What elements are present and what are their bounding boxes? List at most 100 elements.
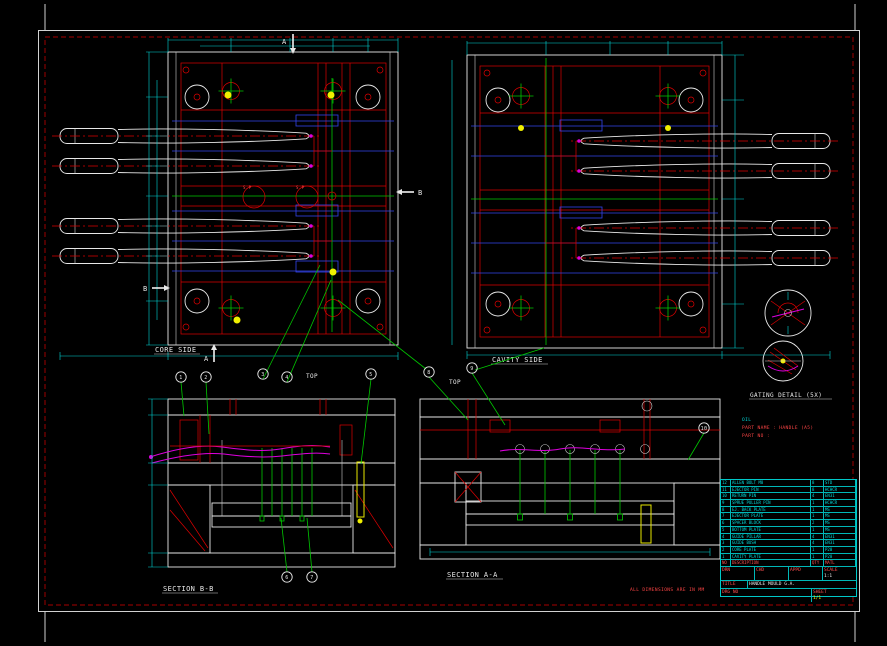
parts-cell-qty: 1 xyxy=(811,546,824,553)
section-aa-view: 8 9 10 TOP SECTION A-A ALL DIMENSIONS AR… xyxy=(337,299,721,593)
balloon: 8 xyxy=(423,366,435,378)
core-side-view: S.P S.P xyxy=(51,34,422,363)
section-marker-b-left: B xyxy=(143,285,170,293)
balloon: 3 xyxy=(257,368,269,380)
oil-note: OIL xyxy=(742,417,751,423)
parts-cell-no: 10 xyxy=(721,493,731,500)
parts-cell-no: 2 xyxy=(721,546,731,553)
svg-text:6: 6 xyxy=(285,575,288,581)
parts-cell-no: 3 xyxy=(721,540,731,546)
aa-top-label: TOP xyxy=(449,379,461,386)
parts-cell-no: 11 xyxy=(721,486,731,493)
parts-cell-matl: MS xyxy=(824,520,856,526)
cavity-side-view: CAVITY SIDE xyxy=(451,41,839,365)
section-marker-a-top: A xyxy=(282,34,296,54)
parts-cell-no: 1 xyxy=(721,553,731,560)
highlight-dot xyxy=(233,316,241,324)
parts-cell-no: 8 xyxy=(721,506,731,513)
parts-cell-qty: 1 xyxy=(811,506,824,513)
section-bb-view: 1 2 3 4 5 6 7 TOP SECTION B-B xyxy=(148,264,396,594)
cavity-side-label: CAVITY SIDE xyxy=(492,356,543,364)
parts-cell-no: 7 xyxy=(721,513,731,520)
parts-cell-description: DESCRIPTION xyxy=(731,560,811,566)
balloon: 6 xyxy=(281,571,293,583)
parts-cell-description: CAVITY PLATE xyxy=(731,553,811,560)
parts-cell-matl: MATL xyxy=(824,560,856,566)
section-marker-b-right: B xyxy=(396,189,422,197)
svg-text:8: 8 xyxy=(427,370,430,376)
parts-cell-matl: EN31 xyxy=(824,493,856,500)
highlight-dot xyxy=(665,125,671,131)
chd-field: CHD xyxy=(755,566,789,580)
section-marker-a-bottom: A xyxy=(204,344,217,363)
svg-text:1: 1 xyxy=(179,375,182,381)
parts-cell-description: GUIDE BUSH xyxy=(731,540,811,546)
parts-cell-description: ALLEN BOLT M8 xyxy=(731,480,811,486)
sp-label: S.P xyxy=(296,185,305,190)
dimension-note: ALL DIMENSIONS ARE IN MM xyxy=(630,587,705,593)
highlight-dot xyxy=(329,268,337,276)
sp-label: S.P xyxy=(243,185,252,190)
svg-text:5: 5 xyxy=(369,372,372,378)
svg-text:2: 2 xyxy=(204,375,207,381)
svg-text:A: A xyxy=(204,355,209,363)
parts-cell-description: EJ. BACK PLATE xyxy=(731,506,811,513)
parts-cell-matl: HCHCR xyxy=(824,500,856,506)
highlight-dot xyxy=(224,91,232,99)
parts-cell-matl: MS xyxy=(824,506,856,513)
svg-text:B: B xyxy=(143,285,148,293)
parts-cell-no: 12 xyxy=(721,480,731,486)
title-value: HANDLE MOULD G.A. xyxy=(749,581,796,587)
handle-cavity xyxy=(51,248,323,264)
parts-cell-qty: 8 xyxy=(811,480,824,486)
balloon: 2 xyxy=(200,371,212,383)
section-aa-label: SECTION A-A xyxy=(447,571,498,579)
parts-cell-no: 4 xyxy=(721,533,731,540)
parts-cell-matl: P20 xyxy=(824,546,856,553)
parts-cell-matl: HCHCR xyxy=(824,486,856,493)
parts-cell-no: 9 xyxy=(721,500,731,506)
parts-cell-matl: P20 xyxy=(824,553,856,560)
balloon: 10 xyxy=(698,422,710,434)
parts-cell-description: RETURN PIN xyxy=(731,493,811,500)
svg-text:A: A xyxy=(282,38,287,46)
parts-cell-description: CORE PLATE xyxy=(731,546,811,553)
parts-cell-description: BOTTOM PLATE xyxy=(731,526,811,533)
balloon: 7 xyxy=(306,571,318,583)
svg-text:9: 9 xyxy=(470,366,473,372)
handle-cavity xyxy=(567,250,839,266)
parts-cell-qty: 1 xyxy=(811,553,824,560)
handle-cavity xyxy=(567,163,839,179)
parts-cell-qty: 2 xyxy=(811,520,824,526)
part-name-note: PART NAME : HANDLE (A5) xyxy=(742,425,814,431)
parts-cell-no: 6 xyxy=(721,520,731,526)
drg-no-field: DRG NO xyxy=(721,588,812,602)
core-side-label: CORE SIDE xyxy=(155,346,197,354)
svg-text:3: 3 xyxy=(261,372,264,378)
bb-top-label: TOP xyxy=(306,373,318,380)
parts-cell-description: GUIDE PILLAR xyxy=(731,533,811,540)
title-label: TITLE xyxy=(721,580,748,588)
appd-field: APPD xyxy=(789,566,823,580)
parts-cell-qty: 1 xyxy=(811,526,824,533)
part-no-note: PART NO : xyxy=(742,433,770,439)
parts-cell-matl: EN31 xyxy=(824,540,856,546)
parts-cell-matl: STD xyxy=(824,480,856,486)
svg-text:4: 4 xyxy=(285,375,288,381)
parts-cell-matl: EN31 xyxy=(824,533,856,540)
